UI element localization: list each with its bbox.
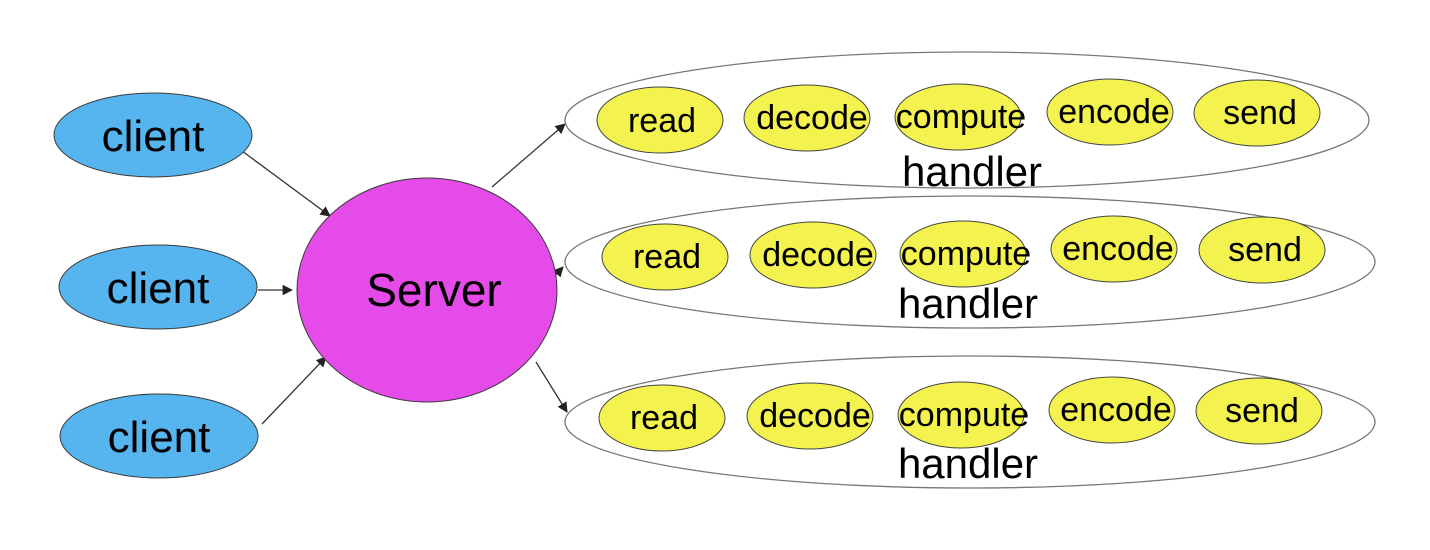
client-label: client <box>108 413 211 462</box>
step-ellipse <box>894 83 1022 151</box>
client-ellipse <box>53 92 253 178</box>
handler-group: read decode compute encode send handler <box>564 355 1376 489</box>
handler-ellipse <box>564 51 1370 189</box>
step-ellipse <box>596 86 724 154</box>
server-node: Server <box>296 177 558 403</box>
handler-label: handler <box>898 280 1038 327</box>
arrow-client-1-to-server <box>237 147 331 217</box>
step-label: read <box>628 102 696 140</box>
step-ellipse <box>1046 78 1174 146</box>
step-ellipse <box>746 382 874 450</box>
step-ellipse <box>598 384 726 452</box>
handler-group: read decode compute encode send handler <box>564 51 1370 195</box>
step-send: send <box>1195 377 1323 445</box>
step-label: compute <box>896 98 1026 136</box>
step-ellipse <box>601 223 729 291</box>
step-decode: decode <box>743 84 871 152</box>
step-ellipse <box>1198 216 1326 284</box>
step-label: send <box>1225 392 1299 430</box>
step-ellipse <box>743 84 871 152</box>
step-encode: encode <box>1046 78 1174 146</box>
arrow-client-3-to-server <box>261 356 327 425</box>
step-label: encode <box>1060 391 1172 429</box>
step-ellipse <box>1193 79 1321 147</box>
handler-label: handler <box>898 440 1038 487</box>
step-compute: compute <box>899 220 1031 288</box>
handler-group: read decode compute encode send handler <box>564 195 1376 329</box>
step-read: read <box>598 384 726 452</box>
client-arrows <box>237 147 331 425</box>
server-label: Server <box>366 264 501 316</box>
step-label: compute <box>901 235 1031 273</box>
step-label: compute <box>899 396 1029 434</box>
step-label: send <box>1223 94 1297 132</box>
step-ellipse <box>897 381 1025 449</box>
step-label: decode <box>759 397 871 435</box>
arrow-server-to-handler-3 <box>535 361 568 413</box>
step-read: read <box>601 223 729 291</box>
handler-label: handler <box>902 148 1042 195</box>
step-label: encode <box>1058 93 1170 131</box>
step-label: read <box>630 399 698 437</box>
step-compute: compute <box>894 83 1026 151</box>
step-encode: encode <box>1048 376 1176 444</box>
client-node: client <box>59 393 259 479</box>
step-label: encode <box>1062 230 1174 268</box>
handler-ellipse <box>564 355 1376 489</box>
step-read: read <box>596 86 724 154</box>
client-node: client <box>53 92 253 178</box>
step-label: decode <box>762 236 874 274</box>
client-ellipse <box>59 393 259 479</box>
client-label: client <box>107 264 210 313</box>
step-ellipse <box>749 221 877 289</box>
step-label: decode <box>756 99 868 137</box>
step-send: send <box>1198 216 1326 284</box>
server-ellipse <box>296 177 558 403</box>
client-ellipse <box>58 244 258 330</box>
step-decode: decode <box>746 382 874 450</box>
client-label: client <box>102 112 205 161</box>
step-label: read <box>633 238 701 276</box>
step-ellipse <box>899 220 1027 288</box>
step-decode: decode <box>749 221 877 289</box>
client-node: client <box>58 244 258 330</box>
step-ellipse <box>1050 215 1178 283</box>
step-label: send <box>1228 231 1302 269</box>
step-ellipse <box>1195 377 1323 445</box>
handler-ellipse <box>564 195 1376 329</box>
step-compute: compute <box>897 381 1029 449</box>
step-send: send <box>1193 79 1321 147</box>
arrow-server-to-handler-1 <box>491 123 566 188</box>
step-encode: encode <box>1050 215 1178 283</box>
step-ellipse <box>1048 376 1176 444</box>
